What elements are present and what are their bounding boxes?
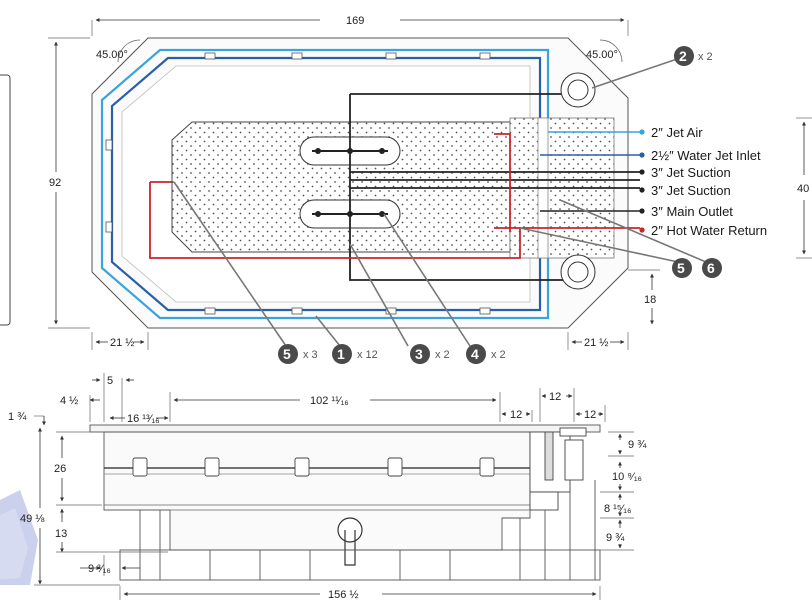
dim-bottom-right-chamfer: 21 ½	[584, 337, 608, 349]
dim-side-5: 5	[107, 375, 113, 387]
callout-5-left: 5 x 3	[278, 344, 318, 364]
svg-text:2: 2	[679, 48, 687, 64]
dim-side-8-15: 8 ¹⁵⁄₁₆	[604, 503, 631, 515]
svg-text:1: 1	[337, 346, 345, 362]
svg-text:x 12: x 12	[357, 349, 378, 361]
callout-4: 4 x 2	[466, 344, 506, 364]
dim-overall-width: 92	[49, 177, 61, 189]
svg-text:x 2: x 2	[491, 349, 506, 361]
callout-pointers	[173, 57, 707, 347]
dim-side-1-75: 1 ¾	[8, 411, 27, 423]
dim-side-26: 26	[54, 463, 66, 475]
side-jets	[132, 457, 495, 477]
dim-side-9-75-a: 9 ¾	[628, 439, 647, 451]
dim-side-12-c: 12	[584, 409, 596, 421]
svg-text:6: 6	[707, 260, 715, 276]
side-view: 5 4 ½ 1 ¾ 16 ¹³⁄₁₆ 102 ¹¹⁄₁₆ 12 12 12 26	[8, 373, 647, 601]
svg-text:3: 3	[415, 346, 423, 362]
pipe-legend: 2″ Jet Air 2½″ Water Jet Inlet 3″ Jet Su…	[651, 125, 767, 238]
dim-side-49-125: 49 ⅛	[20, 513, 45, 525]
dim-side-12-a: 12	[510, 409, 522, 421]
suction-piping	[349, 93, 640, 281]
dim-side-13: 13	[55, 528, 67, 540]
dim-overall-length: 169	[346, 15, 364, 27]
tub-rim	[89, 424, 601, 433]
top-view: 45.00° 45.00° 169 92 40 18 21 ½	[48, 15, 812, 364]
svg-text:x 2: x 2	[698, 51, 713, 63]
dim-side-16-13: 16 ¹³⁄₁₆	[127, 413, 160, 425]
dim-side-4-5: 4 ½	[60, 395, 78, 407]
dim-bottom-left-chamfer: 21 ½	[110, 337, 134, 349]
angle-right-label: 45.00°	[586, 49, 618, 61]
legend-item-jet-suction-2: 3″ Jet Suction	[651, 183, 731, 198]
water-jet-inlet-loop	[110, 56, 542, 312]
angle-left-label: 45.00°	[96, 49, 128, 61]
legend-dots	[639, 129, 645, 233]
dim-right-height: 40	[797, 183, 809, 195]
tub-body	[103, 431, 531, 551]
jet-air-loop	[100, 48, 550, 320]
callout-6: 6	[702, 258, 722, 278]
legend-item-jet-suction-1: 3″ Jet Suction	[651, 165, 731, 180]
corner-logo-shape	[0, 490, 38, 585]
callout-3: 3 x 2	[410, 344, 450, 364]
dim-side-9-75-b: 9 ¾	[606, 532, 625, 544]
svg-text:5: 5	[677, 260, 685, 276]
side-drain	[337, 517, 363, 566]
callout-1: 1 x 12	[332, 344, 378, 364]
svg-text:5: 5	[283, 346, 291, 362]
legend-item-jet-air: 2″ Jet Air	[651, 125, 703, 140]
wall-jets	[105, 52, 491, 315]
left-side-panel	[0, 74, 11, 326]
svg-text:x 2: x 2	[435, 349, 450, 361]
dim-side-102-11: 102 ¹¹⁄₁₆	[310, 395, 349, 407]
legend-item-main-outlet: 3″ Main Outlet	[651, 204, 733, 219]
legend-item-hot-water-return: 2″ Hot Water Return	[651, 223, 767, 238]
svg-text:4: 4	[471, 346, 479, 362]
dim-side-9-3: 9 ³⁄₁₆	[88, 563, 111, 575]
callout-5-right: 5	[672, 258, 692, 278]
svg-text:x 3: x 3	[303, 349, 318, 361]
inlet-fitting-bottom	[560, 254, 596, 290]
legend-item-water-jet-inlet: 2½″ Water Jet Inlet	[651, 148, 761, 163]
dim-bottom-right-offset: 18	[644, 294, 656, 306]
dim-side-156-5: 156 ½	[328, 589, 359, 601]
dim-side-12-b: 12	[549, 391, 561, 403]
dim-side-10-9: 10 ⁹⁄₁₆	[612, 471, 642, 483]
side-equipment	[529, 427, 587, 511]
callout-2: 2 x 2	[674, 46, 713, 66]
inlet-fitting-top	[560, 72, 596, 108]
